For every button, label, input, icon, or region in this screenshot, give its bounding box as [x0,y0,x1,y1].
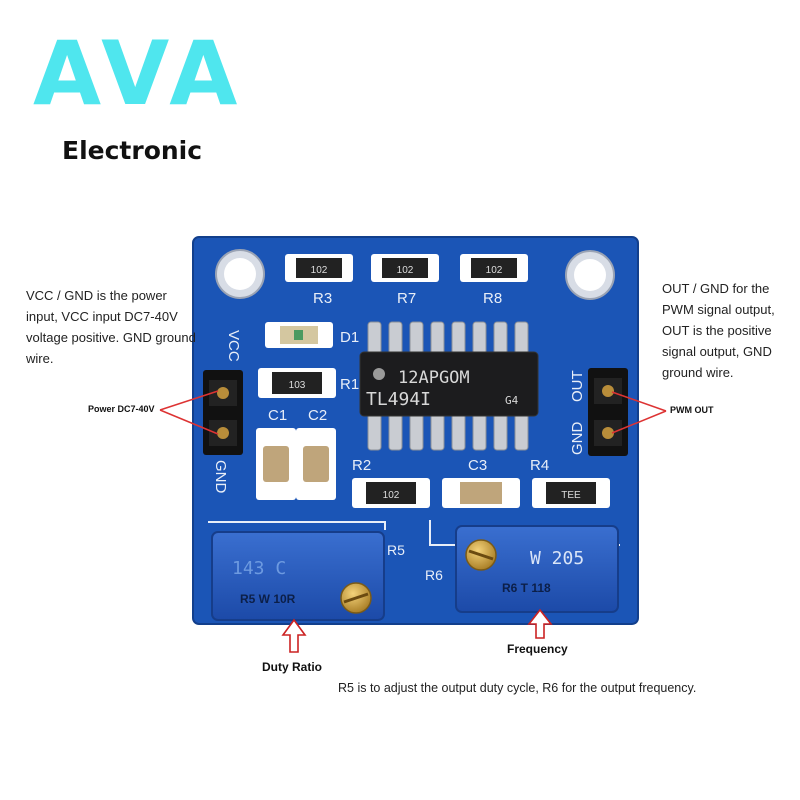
silk-r8: R8 [483,290,502,307]
ti-logo-icon [373,368,385,380]
mounting-hole-left [215,249,265,299]
out-pin [602,385,614,397]
silk-r4: R4 [530,457,549,474]
pot-r6-line2: R6 T 118 [502,581,551,595]
power-callout-lines [159,390,219,435]
chip-code: G4 [505,394,519,407]
pot-r5-line1: 143 C [232,558,286,579]
adjustment-note: R5 is to adjust the output duty cycle, R… [338,681,697,695]
r1-code: 103 [289,380,306,391]
gnd-pin-right [602,427,614,439]
r2-code: 102 [383,490,400,501]
r7-code: 102 [397,265,414,276]
r8-code: 102 [486,265,503,276]
silk-r7: R7 [397,290,416,307]
power-header [203,370,243,455]
silk-r5: R5 [387,542,405,558]
silk-d1: D1 [340,329,359,346]
potentiometer-r5: 143 C R5 W 10R [211,531,385,621]
r4-code: TEE [561,490,581,501]
silk-gnd-left: GND [212,460,229,494]
gnd-pin-left [217,427,229,439]
pwm-callout-label: PWM OUT [670,405,714,415]
ic-pins-top [367,321,529,357]
brand-logo: AVA [33,22,244,125]
silk-c2: C2 [308,407,327,424]
ic-pins-bottom [367,411,529,451]
silk-gnd-right: GND [569,422,586,456]
power-callout-label: Power DC7-40V [88,404,155,414]
silk-c1: C1 [268,407,287,424]
potentiometer-r6: W 205 R6 T 118 [455,525,619,613]
resistor-r7: 102 [371,254,439,282]
capacitor-c1 [256,428,296,500]
frequency-label: Frequency [507,642,568,656]
pwm-header [588,368,628,456]
resistor-r8: 102 [460,254,528,282]
capacitor-c2 [296,428,336,500]
pwm-output-note: OUT / GND for the PWM signal output, OUT… [662,281,775,380]
pwm-callout-lines [611,391,667,434]
mounting-hole-right [565,250,615,300]
pot-r5-line2: R5 W 10R [240,592,296,606]
silk-r1: R1 [340,376,359,393]
r3-code: 102 [311,265,328,276]
silk-out: OUT [569,370,586,402]
duty-ratio-label: Duty Ratio [262,660,322,674]
capacitor-c3 [442,478,520,508]
frequency-arrow-icon [527,608,553,639]
chip-line1: 12APGOM [398,368,470,388]
led-d1 [265,322,333,348]
brand-tagline: Electronic [62,136,203,165]
silk-c3: C3 [468,457,487,474]
resistor-r4: TEE [532,478,610,508]
silk-r2: R2 [352,457,371,474]
ic-tl494: 12APGOM TL494I G4 [359,351,539,417]
silk-r6: R6 [425,567,443,583]
resistor-r3: 102 [285,254,353,282]
chip-line2: TL494I [366,389,431,410]
silk-r3: R3 [313,290,332,307]
pot-r6-line1: W 205 [530,548,584,569]
silk-vcc: VCC [225,330,242,362]
resistor-r2: 102 [352,478,430,508]
duty-arrow-icon [281,618,307,653]
vcc-pin [217,387,229,399]
power-input-note: VCC / GND is the power input, VCC input … [26,288,196,366]
resistor-r1: 103 [258,368,336,398]
